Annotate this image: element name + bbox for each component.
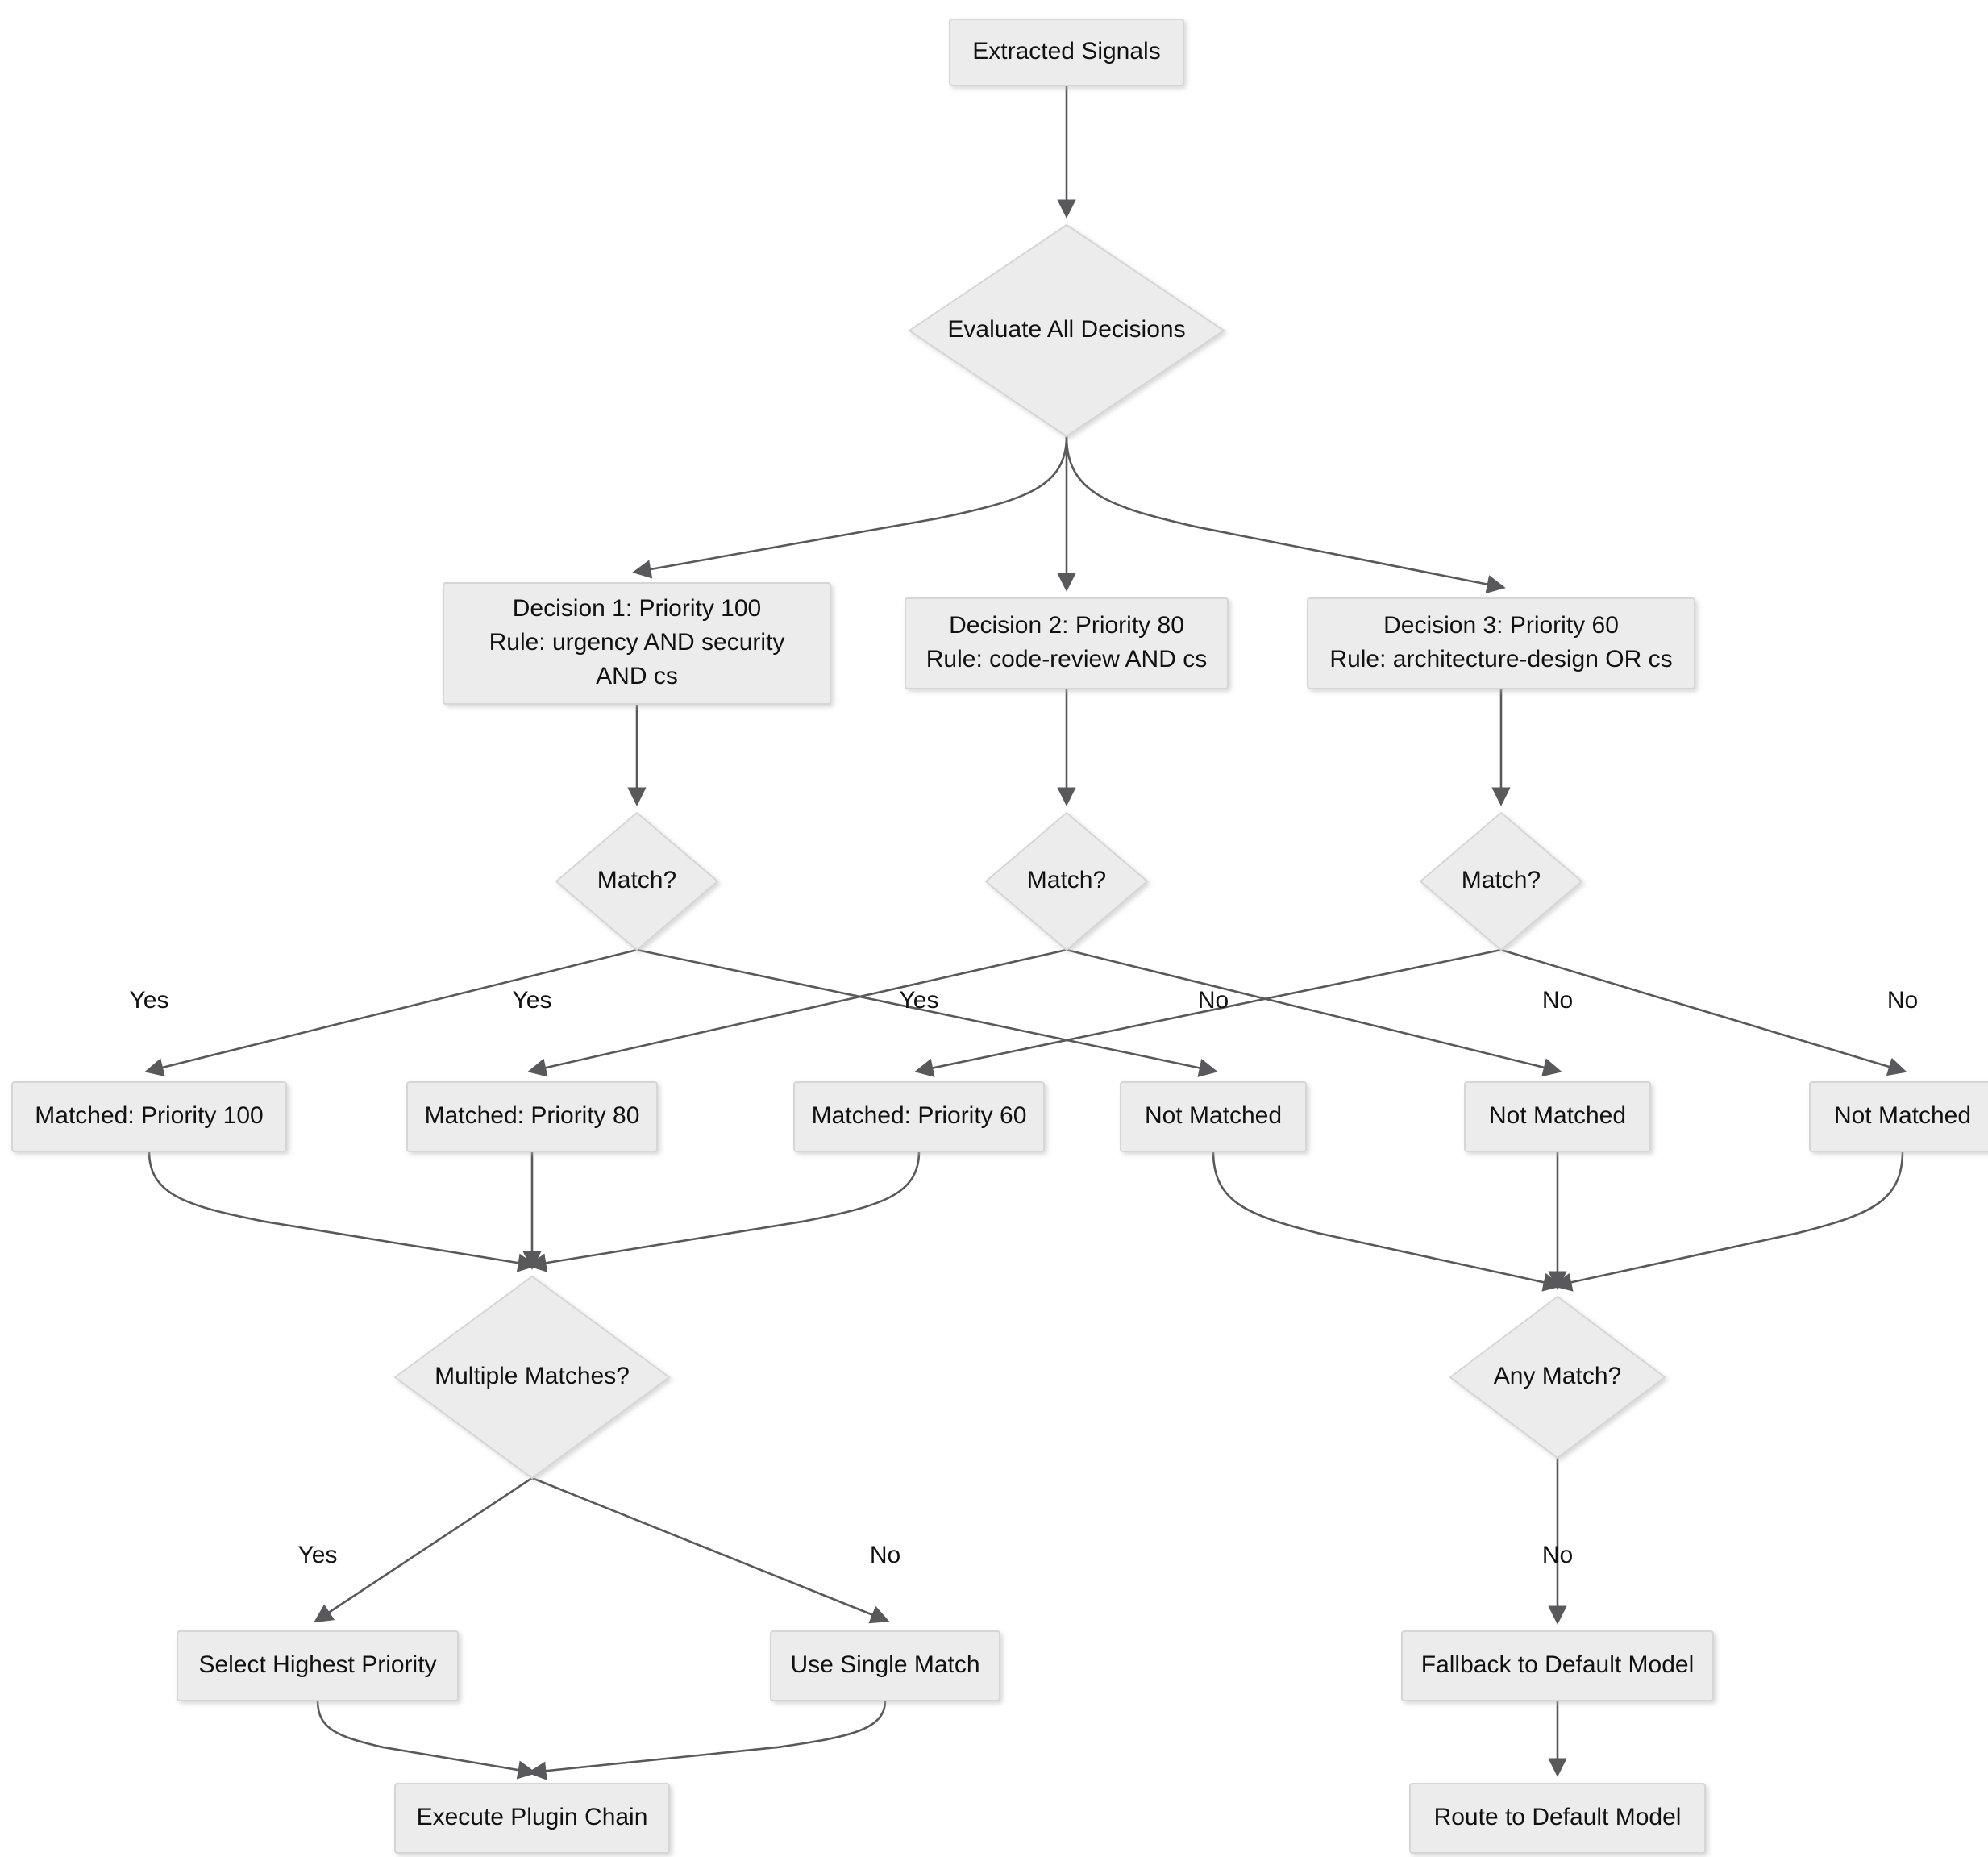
node-label: Not Matched bbox=[1145, 1102, 1282, 1129]
node-decision_2[interactable]: Decision 2: Priority 80 Rule: code-review… bbox=[905, 597, 1229, 689]
node-shape-rect bbox=[905, 597, 1229, 689]
node-shape-rect bbox=[1307, 597, 1695, 689]
node-label: Matched: Priority 60 bbox=[812, 1102, 1027, 1129]
edge-match_1-to-matched_100 bbox=[144, 948, 638, 1077]
node-shape-rect bbox=[443, 582, 831, 705]
node-shape-rect bbox=[177, 1630, 459, 1701]
edge-match_2-to-matched_80 bbox=[527, 948, 1067, 1077]
node-label: Evaluate All Decisions bbox=[947, 316, 1185, 343]
edge-not_matched_1-to-any_match bbox=[1212, 1151, 1562, 1292]
node-label: Rule: urgency AND security bbox=[489, 629, 785, 656]
node-multiple_matches[interactable]: Multiple Matches? bbox=[393, 1275, 671, 1480]
node-fallback_default[interactable]: Fallback to Default Model bbox=[1401, 1630, 1714, 1701]
node-label: Fallback to Default Model bbox=[1421, 1651, 1695, 1678]
edge-select_highest-to-execute_plugin bbox=[316, 1700, 537, 1780]
edge-label-yes: Yes bbox=[130, 987, 169, 1014]
node-matched_80[interactable]: Matched: Priority 80 bbox=[406, 1081, 658, 1152]
edge-label-yes: Yes bbox=[513, 987, 552, 1014]
node-label: AND cs bbox=[596, 663, 678, 689]
node-shape-rect bbox=[406, 1081, 658, 1152]
node-label: Match? bbox=[1462, 867, 1541, 893]
node-label: Matched: Priority 100 bbox=[35, 1102, 263, 1129]
node-label: Route to Default Model bbox=[1434, 1804, 1682, 1830]
edge-label-no: No bbox=[1198, 987, 1229, 1014]
node-label: Match? bbox=[597, 867, 676, 893]
node-label: Use Single Match bbox=[790, 1651, 979, 1678]
node-shape-rect bbox=[11, 1081, 287, 1152]
node-extracted_signals[interactable]: Extracted Signals bbox=[949, 19, 1184, 86]
node-shape-rect bbox=[1809, 1081, 1988, 1152]
node-shape-rect bbox=[770, 1630, 1000, 1701]
node-label: Not Matched bbox=[1489, 1102, 1626, 1129]
edge-label-yes: Yes bbox=[900, 987, 939, 1014]
edge-match_3-to-not_matched_3 bbox=[1500, 948, 1907, 1076]
node-shape-rect bbox=[793, 1081, 1045, 1152]
node-label: Any Match? bbox=[1494, 1363, 1621, 1389]
node-label: Decision 2: Priority 80 bbox=[949, 612, 1184, 639]
edge-label-no: No bbox=[1542, 1542, 1573, 1568]
edge-evaluate_all-to-decision_1 bbox=[632, 435, 1068, 579]
node-shape-diamond bbox=[908, 223, 1225, 438]
node-label: Rule: code-review AND cs bbox=[926, 646, 1207, 672]
edge-match_2-to-not_matched_2 bbox=[1066, 948, 1562, 1077]
node-label: Matched: Priority 80 bbox=[425, 1102, 640, 1129]
node-shape-diamond bbox=[393, 1275, 671, 1480]
node-shape-rect bbox=[1120, 1081, 1307, 1152]
node-shape-rect bbox=[1401, 1630, 1714, 1701]
node-evaluate_all[interactable]: Evaluate All Decisions bbox=[908, 223, 1225, 438]
node-route_default[interactable]: Route to Default Model bbox=[1409, 1783, 1706, 1854]
node-decision_3[interactable]: Decision 3: Priority 60 Rule: architectur… bbox=[1307, 597, 1695, 689]
node-label: Not Matched bbox=[1834, 1102, 1971, 1129]
node-label: Decision 3: Priority 60 bbox=[1383, 612, 1619, 639]
node-label: Multiple Matches? bbox=[435, 1363, 630, 1389]
node-matched_100[interactable]: Matched: Priority 100 bbox=[11, 1081, 287, 1152]
node-shape-rect bbox=[1409, 1783, 1706, 1854]
edge-matched_100-to-multiple_matches bbox=[148, 1151, 537, 1272]
edge-label-yes: Yes bbox=[298, 1542, 338, 1568]
node-match_3[interactable]: Match? bbox=[1419, 811, 1583, 951]
node-use_single_match[interactable]: Use Single Match bbox=[770, 1630, 1000, 1701]
edge-evaluate_all-to-decision_3 bbox=[1065, 435, 1506, 594]
node-label: Match? bbox=[1027, 867, 1106, 893]
node-shape-rect bbox=[949, 19, 1184, 86]
node-any_match[interactable]: Any Match? bbox=[1449, 1295, 1666, 1459]
node-select_highest[interactable]: Select Highest Priority bbox=[177, 1630, 459, 1701]
node-execute_plugin[interactable]: Execute Plugin Chain bbox=[394, 1783, 670, 1854]
node-label: Execute Plugin Chain bbox=[417, 1804, 648, 1830]
edge-multiple_matches-to-select_highest bbox=[314, 1476, 533, 1623]
edge-label-no: No bbox=[1542, 987, 1573, 1014]
node-not_matched_1[interactable]: Not Matched bbox=[1120, 1081, 1307, 1152]
node-not_matched_2[interactable]: Not Matched bbox=[1464, 1081, 1651, 1152]
edge-label-no: No bbox=[1887, 987, 1918, 1014]
node-shape-diamond bbox=[1419, 811, 1583, 951]
edge-use_single_match-to-execute_plugin bbox=[527, 1700, 887, 1780]
node-label: Select Highest Priority bbox=[198, 1651, 436, 1678]
node-matched_60[interactable]: Matched: Priority 60 bbox=[793, 1081, 1045, 1152]
node-match_1[interactable]: Match? bbox=[555, 811, 719, 951]
node-shape-rect bbox=[1464, 1081, 1651, 1152]
node-label: Rule: architecture-design OR cs bbox=[1329, 646, 1672, 672]
node-shape-rect bbox=[394, 1783, 670, 1854]
node-match_2[interactable]: Match? bbox=[984, 811, 1149, 951]
node-label: Decision 1: Priority 100 bbox=[513, 595, 761, 622]
edge-label-no: No bbox=[870, 1542, 900, 1568]
node-shape-diamond bbox=[555, 811, 719, 951]
edge-multiple_matches-to-use_single_match bbox=[531, 1476, 890, 1624]
edge-match_1-to-not_matched_1 bbox=[636, 948, 1218, 1077]
edge-match_3-to-matched_60 bbox=[914, 948, 1502, 1077]
node-not_matched_3[interactable]: Not Matched bbox=[1809, 1081, 1988, 1152]
node-label: Extracted Signals bbox=[972, 38, 1160, 65]
edges-layer bbox=[144, 85, 1907, 1780]
edge-not_matched_3-to-any_match bbox=[1553, 1151, 1904, 1292]
node-shape-diamond bbox=[1449, 1295, 1666, 1459]
node-shape-diamond bbox=[984, 811, 1149, 951]
edge-matched_60-to-multiple_matches bbox=[527, 1151, 921, 1272]
